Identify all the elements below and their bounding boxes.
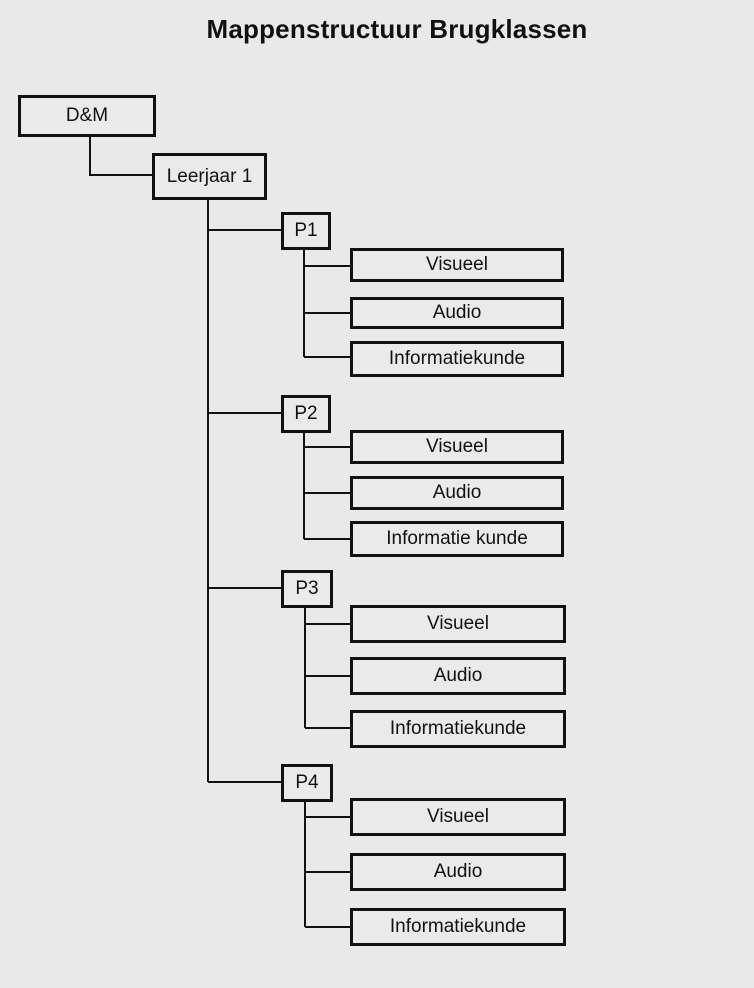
- node-p4-informatiekunde: Informatiekunde: [350, 908, 566, 946]
- node-p3-visueel: Visueel: [350, 605, 566, 643]
- node-p3-audio: Audio: [350, 657, 566, 695]
- node-p2-audio: Audio: [350, 476, 564, 510]
- node-p4-audio: Audio: [350, 853, 566, 891]
- diagram-title: Mappenstructuur Brugklassen: [206, 14, 588, 44]
- node-p3-informatiekunde: Informatiekunde: [350, 710, 566, 748]
- node-period-p3: P3: [281, 570, 333, 608]
- node-p1-informatiekunde: Informatiekunde: [350, 341, 564, 377]
- node-p1-audio: Audio: [350, 297, 564, 329]
- node-period-p2: P2: [281, 395, 331, 433]
- node-p1-visueel: Visueel: [350, 248, 564, 282]
- node-d-m: D&M: [18, 95, 156, 137]
- node-p2-visueel: Visueel: [350, 430, 564, 464]
- node-period-p4: P4: [281, 764, 333, 802]
- node-p4-visueel: Visueel: [350, 798, 566, 836]
- node-leerjaar-1: Leerjaar 1: [152, 153, 267, 200]
- node-p2-informatie-kunde: Informatie kunde: [350, 521, 564, 557]
- node-period-p1: P1: [281, 212, 331, 250]
